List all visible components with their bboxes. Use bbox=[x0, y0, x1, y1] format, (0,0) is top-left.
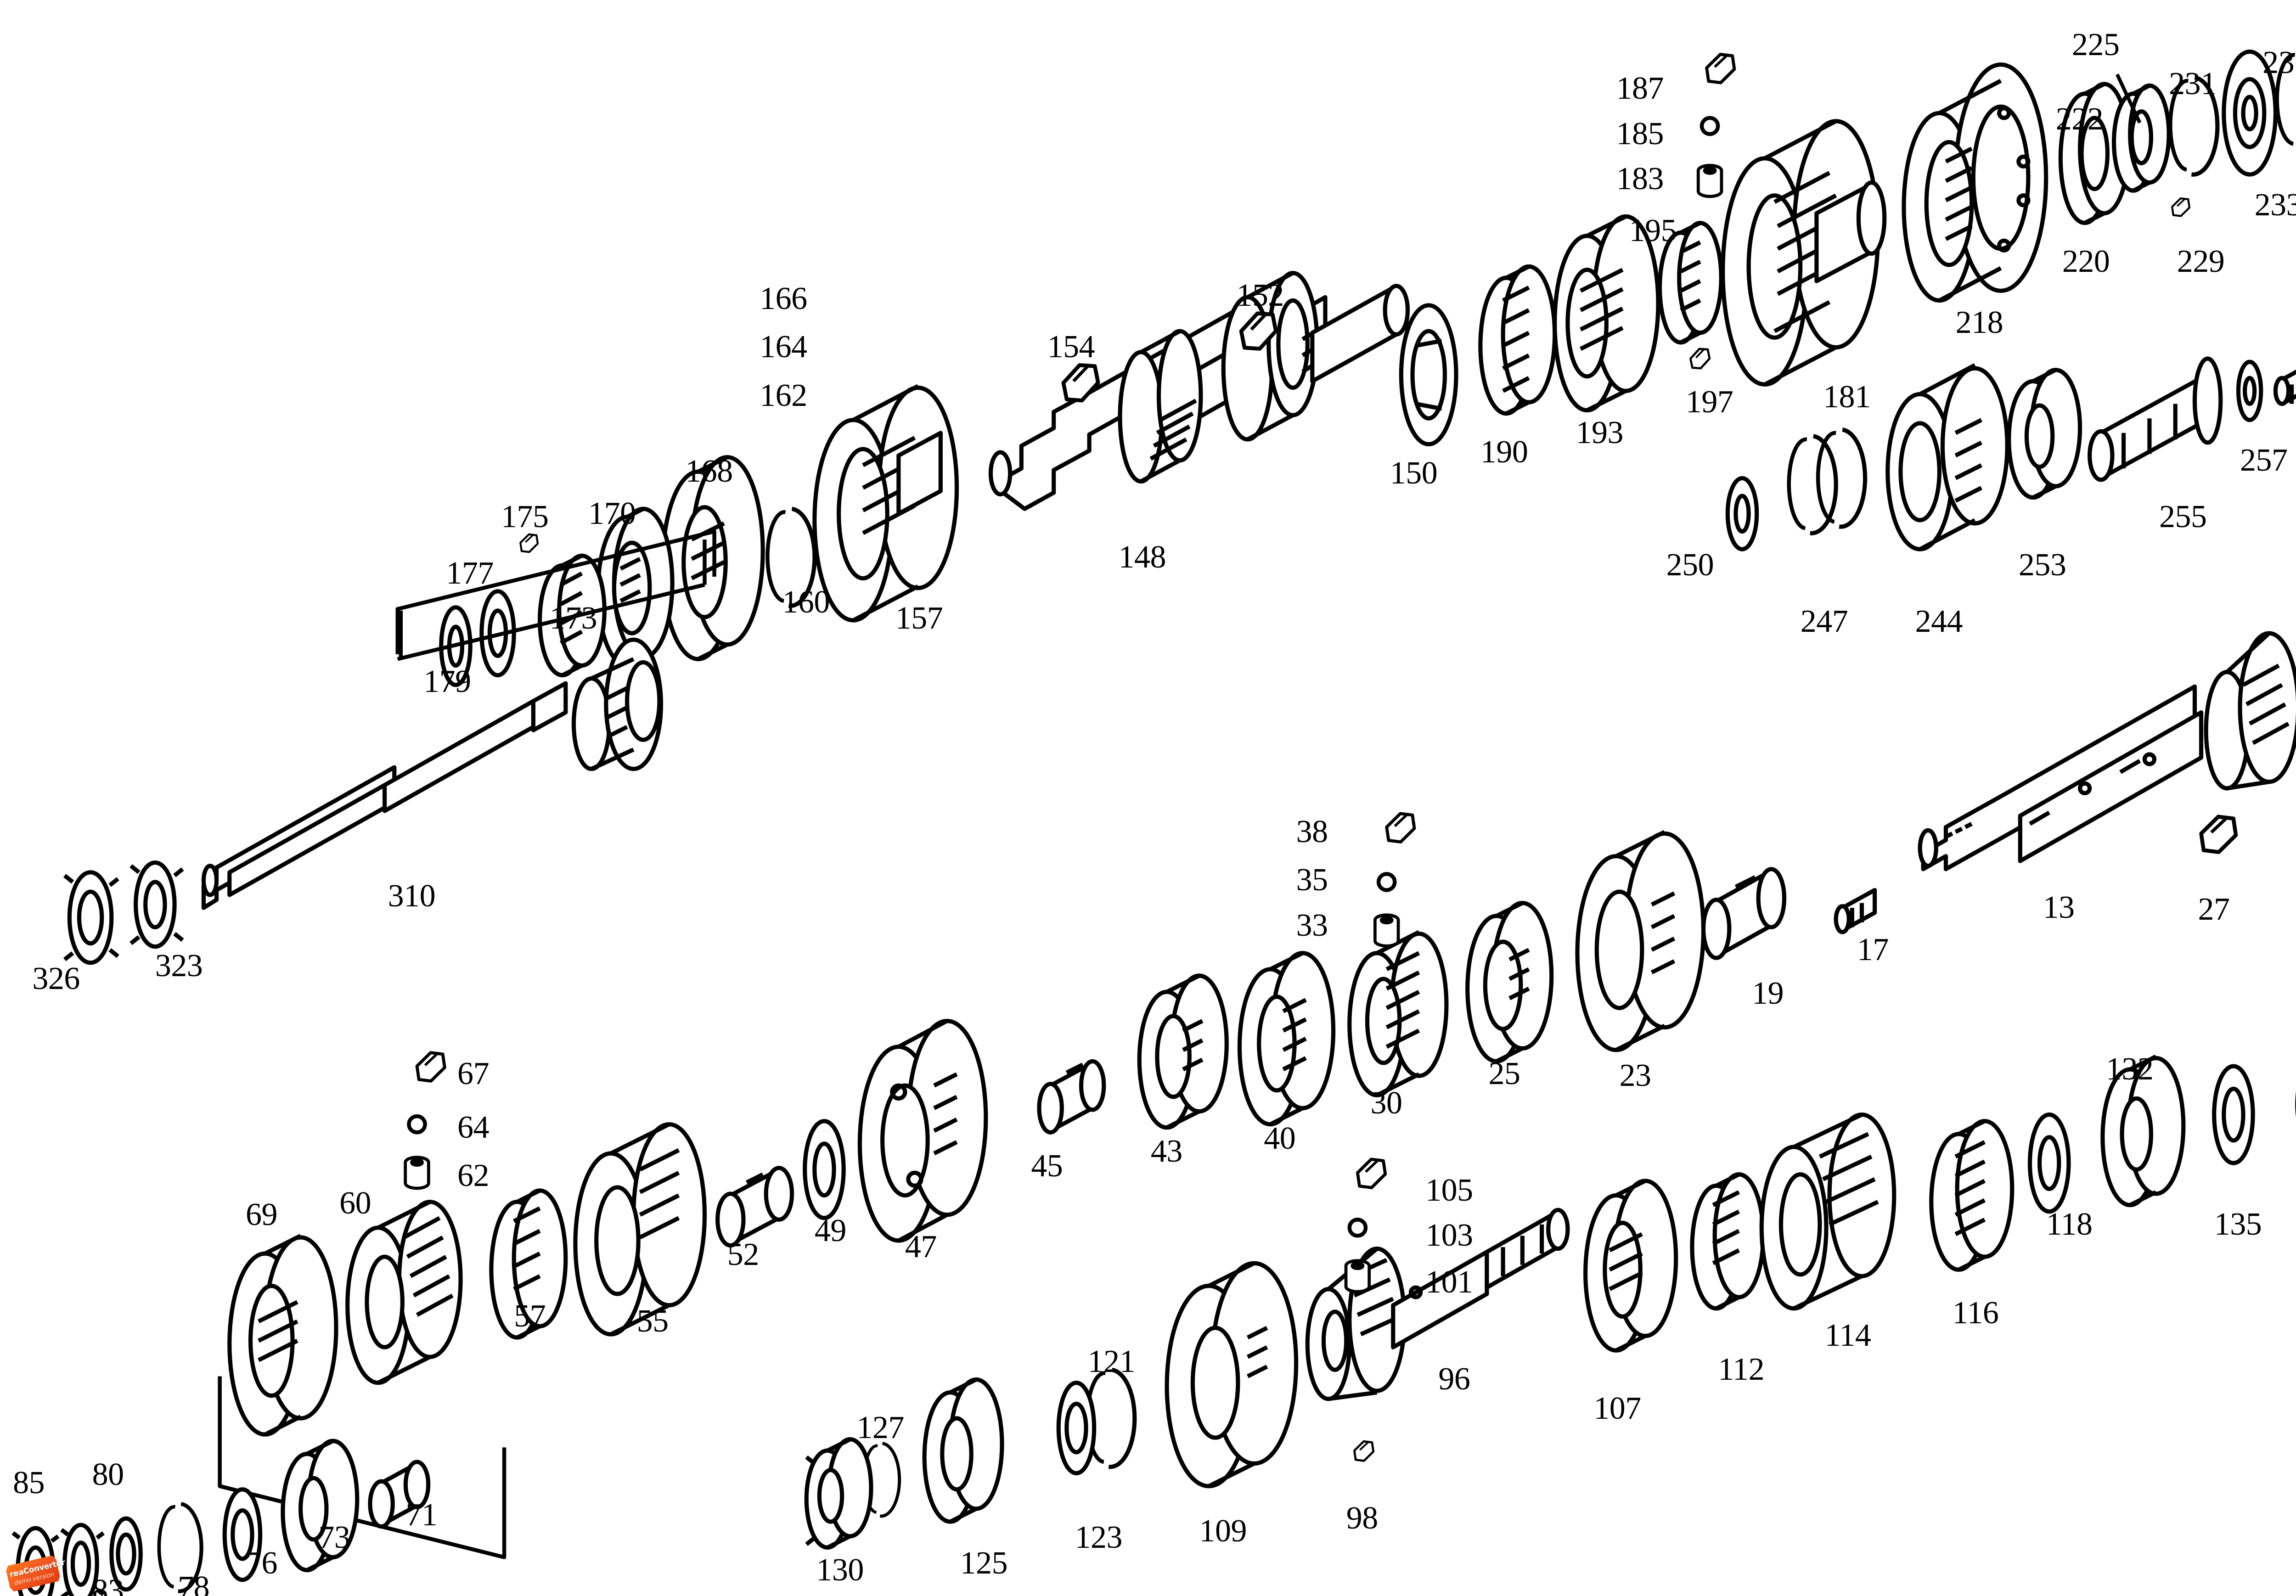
callout-label-116: 116 bbox=[1952, 1295, 1999, 1331]
callout-label-103: 103 bbox=[1425, 1218, 1473, 1253]
callout-label-170: 170 bbox=[588, 495, 636, 531]
callout-label-114: 114 bbox=[1824, 1318, 1871, 1354]
callout-label-109: 109 bbox=[1199, 1513, 1247, 1549]
callout-label-107: 107 bbox=[1593, 1390, 1641, 1426]
callout-label-69: 69 bbox=[245, 1197, 278, 1232]
callout-label-112: 112 bbox=[1718, 1352, 1765, 1388]
callout-label-253: 253 bbox=[2018, 547, 2066, 583]
callout-label-25: 25 bbox=[1488, 1056, 1520, 1092]
callout-label-187: 187 bbox=[1616, 71, 1664, 107]
callout-label-185: 185 bbox=[1616, 116, 1664, 152]
callout-label-257: 257 bbox=[2240, 442, 2288, 478]
callout-label-17: 17 bbox=[1857, 932, 1889, 967]
callout-label-60: 60 bbox=[339, 1185, 371, 1221]
callout-label-19: 19 bbox=[1752, 975, 1784, 1011]
callout-label-190: 190 bbox=[1480, 434, 1528, 470]
watermark-badge: reaConverter demo version bbox=[5, 1553, 66, 1595]
callout-label-231: 231 bbox=[2262, 45, 2296, 81]
callout-label-175: 175 bbox=[501, 499, 549, 534]
callout-label-160: 160 bbox=[782, 584, 830, 620]
callout-label-55: 55 bbox=[636, 1303, 669, 1339]
callout-label-193: 193 bbox=[1576, 415, 1623, 450]
callout-label-173: 173 bbox=[549, 601, 597, 636]
callout-label-52: 52 bbox=[727, 1237, 760, 1273]
callout-label-23: 23 bbox=[1619, 1057, 1652, 1093]
callout-label-101: 101 bbox=[1425, 1264, 1473, 1300]
callout-label-76: 76 bbox=[245, 1545, 278, 1581]
callout-label-195: 195 bbox=[1629, 213, 1677, 248]
callout-label-130: 130 bbox=[816, 1552, 864, 1588]
callout-label-13: 13 bbox=[2043, 890, 2075, 926]
callout-label-255: 255 bbox=[2159, 499, 2207, 534]
callout-label-98: 98 bbox=[1346, 1500, 1379, 1536]
callout-label-45: 45 bbox=[1031, 1148, 1063, 1184]
callout-label-220: 220 bbox=[2062, 243, 2110, 279]
callout-label-67: 67 bbox=[457, 1056, 490, 1092]
callout-label-229: 229 bbox=[2177, 243, 2225, 279]
callout-label-121: 121 bbox=[1087, 1343, 1136, 1379]
callout-label-80: 80 bbox=[92, 1456, 124, 1492]
callout-label-135: 135 bbox=[2214, 1206, 2262, 1242]
callout-label-85: 85 bbox=[13, 1465, 45, 1500]
callout-label-323: 323 bbox=[155, 948, 203, 983]
callout-label-181: 181 bbox=[1823, 379, 1871, 415]
callout-label-96: 96 bbox=[1438, 1361, 1470, 1397]
callout-label-71: 71 bbox=[405, 1497, 438, 1533]
callout-label-326: 326 bbox=[32, 961, 80, 996]
callout-label-179: 179 bbox=[423, 663, 471, 699]
callout-label-57: 57 bbox=[514, 1298, 546, 1334]
callout-label-33: 33 bbox=[1296, 907, 1328, 943]
callout-label-30: 30 bbox=[1370, 1085, 1403, 1121]
callout-label-177: 177 bbox=[446, 555, 494, 591]
callout-label-250: 250 bbox=[1666, 547, 1714, 583]
callout-label-132: 132 bbox=[2105, 1051, 2154, 1087]
callout-label-225: 225 bbox=[2071, 27, 2120, 63]
callout-label-38: 38 bbox=[1296, 814, 1328, 849]
callout-label-40: 40 bbox=[1264, 1121, 1296, 1157]
callout-label-150: 150 bbox=[1390, 455, 1438, 491]
callout-label-168: 168 bbox=[685, 454, 733, 489]
callout-label-43: 43 bbox=[1150, 1134, 1183, 1169]
callout-label-231: 231 bbox=[2169, 66, 2217, 101]
callout-label-105: 105 bbox=[1425, 1172, 1473, 1208]
callout-label-154: 154 bbox=[1047, 329, 1095, 365]
callout-label-197: 197 bbox=[1685, 384, 1733, 420]
callout-label-218: 218 bbox=[1955, 305, 2003, 341]
callout-label-64: 64 bbox=[457, 1109, 490, 1145]
callout-label-78: 78 bbox=[178, 1570, 210, 1596]
callout-label-183: 183 bbox=[1616, 161, 1664, 197]
callout-label-49: 49 bbox=[814, 1213, 847, 1248]
callout-label-27: 27 bbox=[2198, 891, 2230, 927]
callout-label-310: 310 bbox=[388, 878, 436, 914]
callout-label-47: 47 bbox=[905, 1229, 937, 1264]
callout-label-73: 73 bbox=[318, 1520, 350, 1556]
callout-label-166: 166 bbox=[760, 281, 807, 316]
callout-label-62: 62 bbox=[457, 1158, 490, 1194]
callout-label-125: 125 bbox=[960, 1545, 1008, 1581]
callout-label-35: 35 bbox=[1296, 862, 1328, 898]
callout-label-152: 152 bbox=[1236, 277, 1284, 313]
callout-label-157: 157 bbox=[895, 601, 943, 636]
callout-label-83: 83 bbox=[92, 1573, 124, 1596]
callout-label-127: 127 bbox=[856, 1410, 904, 1445]
callout-label-148: 148 bbox=[1118, 539, 1166, 575]
callout-label-118: 118 bbox=[2046, 1206, 2093, 1242]
callout-label-164: 164 bbox=[760, 329, 807, 365]
callout-label-244: 244 bbox=[1915, 604, 1963, 640]
callout-label-222: 222 bbox=[2055, 101, 2104, 137]
callout-label-123: 123 bbox=[1075, 1520, 1122, 1556]
callout-label-233: 233 bbox=[2254, 187, 2296, 223]
callout-label-162: 162 bbox=[760, 377, 807, 413]
callout-label-247: 247 bbox=[1800, 604, 1848, 640]
